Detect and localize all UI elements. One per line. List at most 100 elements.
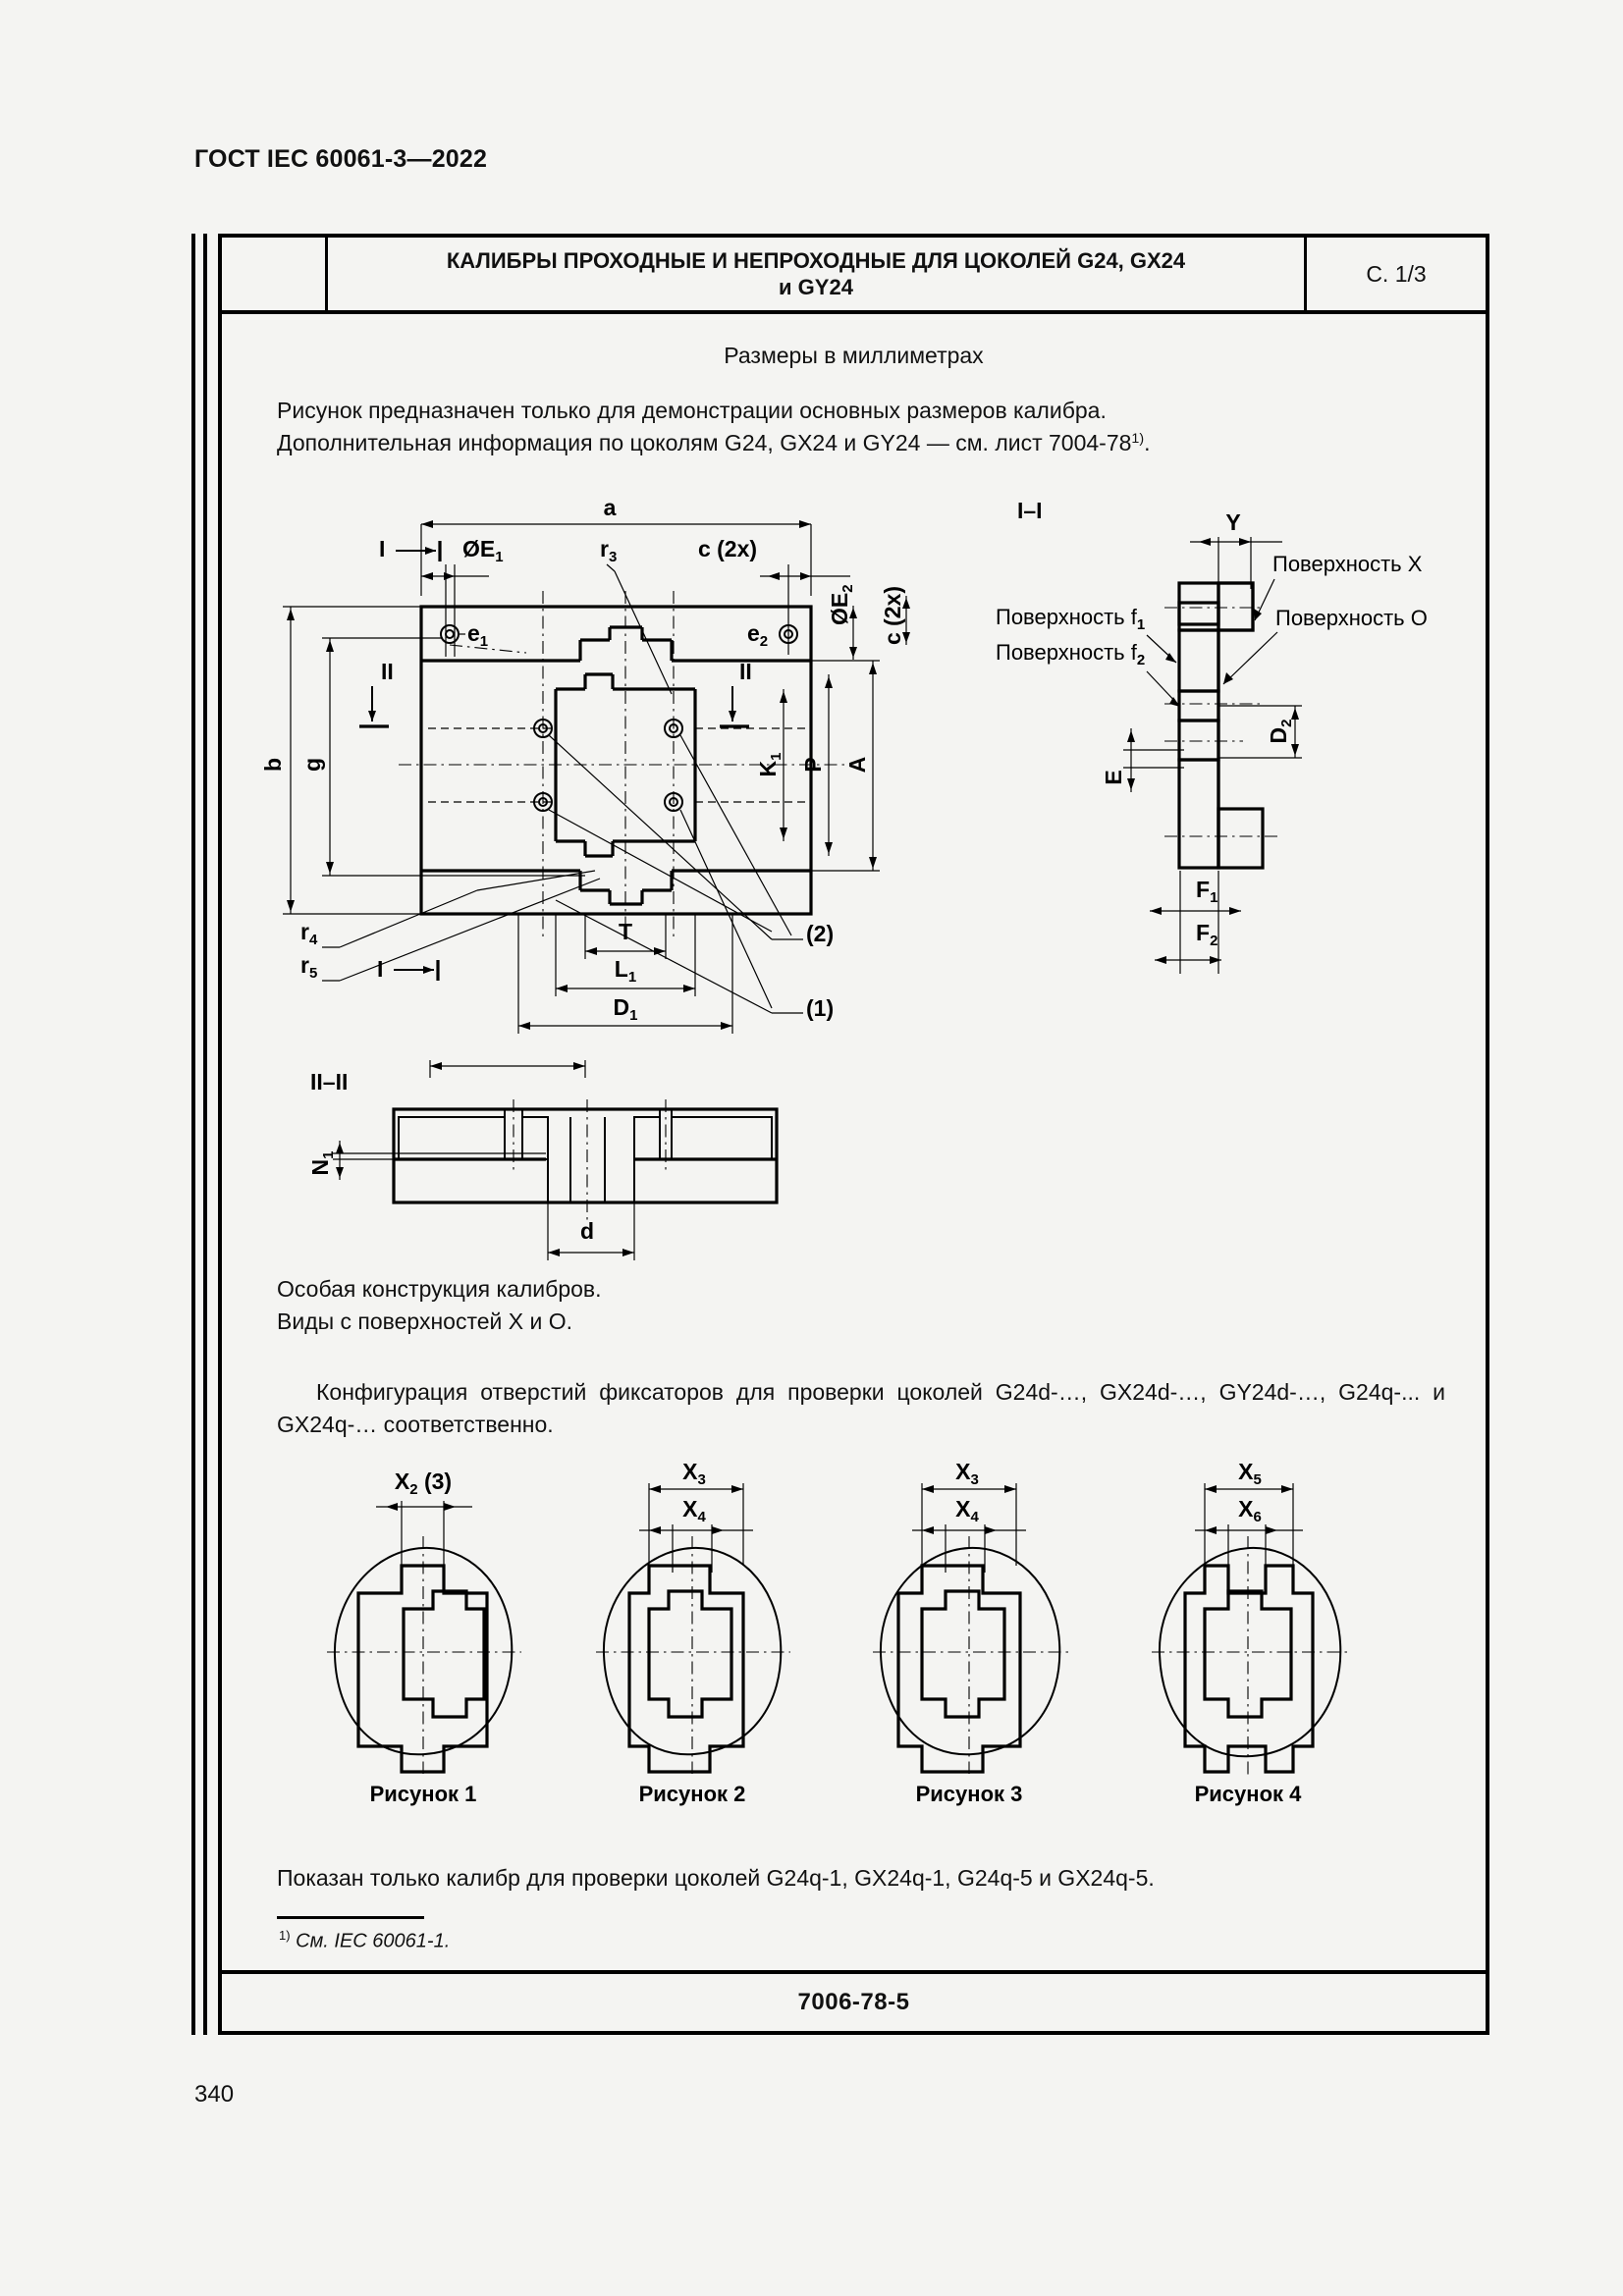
left-margin-rule-outer <box>191 234 195 2035</box>
callout-1: (1) <box>806 995 834 1021</box>
dim-label-e2: e2 <box>747 620 768 650</box>
dim-N1: N1 <box>307 1141 546 1180</box>
section-mark-I-label: I <box>379 536 385 561</box>
figure-4: X5 X6 <box>1152 1459 1350 1806</box>
figure-4-dim-outer-label: X5 <box>1238 1459 1262 1488</box>
bottom-note: Показан только калибр для проверки цокол… <box>277 1865 1155 1891</box>
figure-3-dim-inner-label: X4 <box>955 1496 979 1525</box>
surface-x-label: Поверхность X <box>1272 552 1423 576</box>
surface-label-O: Поверхность O <box>1222 606 1428 685</box>
surface-f2-label: Поверхность f2 <box>996 640 1145 668</box>
figure-1: X2 (3) Рисунок 1 <box>327 1468 521 1806</box>
dim-label-e1: e1 <box>467 620 488 650</box>
locator-figures-row: X2 (3) Рисунок 1 <box>315 1459 1415 1852</box>
footnote-divider <box>277 1916 424 1919</box>
section-II-II-body <box>392 1099 779 1222</box>
dim-label-D1: D1 <box>614 994 638 1024</box>
dim-label-a: a <box>604 495 617 520</box>
sheet-title-line2: и GY24 <box>779 275 853 299</box>
dim-label-d: d <box>580 1218 594 1244</box>
figure-2-dim-inner-label: X4 <box>682 1496 706 1525</box>
special-line-2: Виды с поверхностей X и O. <box>277 1308 572 1334</box>
dim-label-r4: r4 <box>300 919 318 948</box>
dim-D2: D2 <box>1218 705 1302 759</box>
dim-label-g: g <box>299 758 325 772</box>
section-II-II-label: II–II <box>310 1069 348 1095</box>
section-mark-II-left-label: II <box>381 659 394 684</box>
locator-holes <box>428 624 807 812</box>
figure-4-dim-inner-label: X6 <box>1238 1496 1262 1525</box>
dim-T: T <box>584 915 667 959</box>
dim-label-T: T <box>619 919 632 944</box>
footer-row: 7006-78-5 <box>222 1970 1486 2031</box>
surface-f1-label: Поверхность f1 <box>996 605 1145 633</box>
dim-K1: K1 <box>755 689 787 841</box>
intro-line-2: Дополнительная информация по цоколям G24… <box>277 429 1132 455</box>
dim-c-2x-right: c (2x) <box>880 586 910 645</box>
dim-label-b: b <box>260 758 286 772</box>
intro-footnote-marker: 1) <box>1131 430 1145 447</box>
section-I-I-drawing: I–I Y <box>996 483 1469 1013</box>
dim-e1: e1 <box>449 620 527 654</box>
surface-label-f1: Поверхность f1 <box>996 605 1177 664</box>
dim-b: b <box>260 606 421 915</box>
config-paragraph: Конфигурация отверстий фиксаторов для пр… <box>277 1379 1445 1437</box>
section-mark-II-right-label: II <box>739 659 752 684</box>
dim-d: d <box>547 1202 635 1260</box>
special-line-1: Особая конструкция калибров. <box>277 1276 602 1302</box>
dim-label-E: E <box>1101 770 1126 784</box>
figure-3: X3 X4 <box>873 1459 1069 1806</box>
section-I-I-label: I–I <box>1017 498 1043 523</box>
footnote-text: См. IEC 60061-1. <box>296 1930 451 1952</box>
dim-L1: L1 <box>555 915 696 996</box>
footnote: 1) См. IEC 60061-1. <box>279 1928 450 1953</box>
dim-F1: F1 <box>1150 871 1241 974</box>
figure-4-caption: Рисунок 4 <box>1195 1782 1303 1806</box>
left-margin-rule-inner <box>203 234 207 2035</box>
section-I-I-body <box>1164 581 1282 870</box>
title-row: КАЛИБРЫ ПРОХОДНЫЕ И НЕПРОХОДНЫЕ ДЛЯ ЦОКО… <box>222 238 1486 314</box>
dim-label-r5: r5 <box>300 952 317 982</box>
dim-g: g <box>299 637 585 877</box>
dim-label-A: A <box>844 757 870 774</box>
dim-D1: D1 <box>517 915 733 1034</box>
dim-label-phiE2: ØE2 <box>827 584 856 625</box>
dim-P: P <box>800 674 833 856</box>
figure-2-caption: Рисунок 2 <box>639 1782 746 1806</box>
dim-c-2x-top: c (2x) <box>698 536 850 655</box>
dim-label-F1: F1 <box>1196 877 1217 906</box>
dim-label-K1: K1 <box>755 753 784 777</box>
callout-2: (2) <box>806 921 834 946</box>
dim-label-N1: N1 <box>307 1151 337 1176</box>
surface-o-label: Поверхность O <box>1275 606 1428 630</box>
dim-label-P: P <box>800 757 826 772</box>
sheet-title-line1: КАЛИБРЫ ПРОХОДНЫЕ И НЕПРОХОДНЫЕ ДЛЯ ЦОКО… <box>446 247 1186 273</box>
main-gauge-drawing: a I ØE1 <box>260 478 1007 1034</box>
dim-F2: F2 <box>1155 920 1221 964</box>
dim-label-L1: L1 <box>615 956 636 986</box>
dim-e2: e2 <box>747 620 768 650</box>
dim-label-F2: F2 <box>1196 920 1217 949</box>
sheet-code: 7006-78-5 <box>797 1989 910 2015</box>
figure-1-dim-label: X2 (3) <box>395 1468 452 1498</box>
centrelines <box>399 591 850 939</box>
surface-label-f2: Поверхность f2 <box>996 640 1181 708</box>
figure-2: X3 X4 <box>596 1459 790 1806</box>
footnote-marker: 1) <box>279 1928 291 1943</box>
dim-label-Y: Y <box>1225 509 1240 535</box>
section-mark-I-bottom: I <box>377 956 440 982</box>
dim-label-phiE1: ØE1 <box>462 536 504 565</box>
dim-phiE1: ØE1 <box>421 536 504 657</box>
figure-3-caption: Рисунок 3 <box>916 1782 1023 1806</box>
section-mark-I-bottom-label: I <box>377 956 383 982</box>
dim-Y: Y <box>1190 509 1282 589</box>
dim-E: E <box>1101 728 1184 792</box>
leaders-lower: r4 r5 (2) <box>300 734 834 1021</box>
title-left-cell <box>222 238 328 310</box>
surface-label-X: Поверхность X <box>1254 552 1423 621</box>
sheet-frame: КАЛИБРЫ ПРОХОДНЫЕ И НЕПРОХОДНЫЕ ДЛЯ ЦОКО… <box>218 234 1489 2035</box>
dim-label-c-2x-right: c (2x) <box>880 586 905 645</box>
leader-r3: r3 <box>600 536 673 695</box>
document-header: ГОСТ IEC 60061-3—2022 <box>194 145 488 173</box>
